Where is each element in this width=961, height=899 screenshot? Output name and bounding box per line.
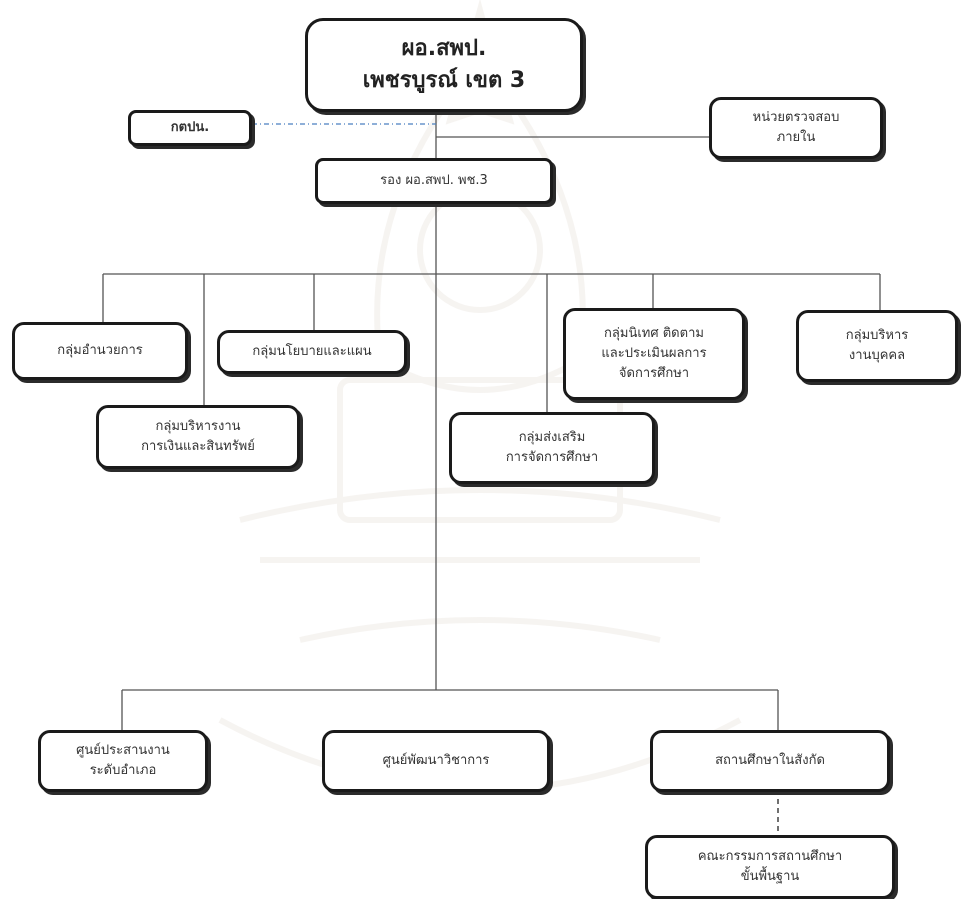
- committee-box: กตปน.: [128, 110, 252, 146]
- internal-audit-line2: ภายใน: [776, 130, 816, 145]
- group-finance-line2: การเงินและสินทรัพย์: [141, 439, 255, 454]
- director-title-line1: ผอ.สพป.: [401, 36, 487, 62]
- group-finance-box: กลุ่มบริหารงาน การเงินและสินทรัพย์: [96, 405, 300, 469]
- internal-audit-line1: หน่วยตรวจสอบ: [752, 109, 840, 125]
- group-policy-box: กลุ่มนโยบายและแผน: [217, 330, 407, 374]
- university-emblem-watermark: [218, 0, 742, 793]
- director-box: ผอ.สพป. เพชรบูรณ์ เขต 3: [305, 18, 583, 112]
- school-board-line1: คณะกรรมการสถานศึกษา: [697, 848, 843, 864]
- group-admin-label: กลุ่มอำนวยการ: [57, 342, 143, 358]
- school-board-line2: ขั้นพื้นฐาน: [740, 869, 800, 884]
- group-supervision-line1: กลุ่มนิเทศ ติดตาม: [604, 325, 704, 341]
- center-coordination-line2: ระดับอำเภอ: [89, 763, 157, 778]
- schools-box: สถานศึกษาในสังกัด: [650, 730, 890, 792]
- group-admin-box: กลุ่มอำนวยการ: [12, 322, 188, 380]
- center-academic-label: ศูนย์พัฒนาวิชาการ: [382, 752, 490, 768]
- group-finance-line1: กลุ่มบริหารงาน: [155, 418, 241, 434]
- committee-label: กตปน.: [170, 119, 210, 135]
- group-policy-label: กลุ่มนโยบายและแผน: [252, 343, 372, 359]
- group-supervision-line2: และประเมินผลการ: [601, 345, 707, 361]
- group-promotion-box: กลุ่มส่งเสริม การจัดการศึกษา: [449, 412, 655, 484]
- group-promotion-line2: การจัดการศึกษา: [505, 450, 599, 465]
- school-board-box: คณะกรรมการสถานศึกษา ขั้นพื้นฐาน: [645, 835, 895, 899]
- group-personnel-line1: กลุ่มบริหาร: [845, 327, 909, 343]
- center-coordination-box: ศูนย์ประสานงาน ระดับอำเภอ: [38, 730, 208, 792]
- group-supervision-box: กลุ่มนิเทศ ติดตาม และประเมินผลการ จัดการ…: [563, 308, 745, 400]
- group-supervision-line3: จัดการศึกษา: [618, 366, 690, 382]
- group-promotion-line1: กลุ่มส่งเสริม: [518, 429, 586, 445]
- deputy-director-box: รอง ผอ.สพป. พช.3: [315, 158, 553, 204]
- internal-audit-box: หน่วยตรวจสอบ ภายใน: [709, 97, 883, 159]
- center-coordination-line1: ศูนย์ประสานงาน: [76, 742, 170, 758]
- director-title-line2: เพชรบูรณ์ เขต 3: [362, 68, 526, 93]
- schools-label: สถานศึกษาในสังกัด: [715, 752, 825, 768]
- center-academic-box: ศูนย์พัฒนาวิชาการ: [322, 730, 550, 792]
- group-personnel-box: กลุ่มบริหาร งานบุคคล: [796, 310, 958, 382]
- group-personnel-line2: งานบุคคล: [848, 348, 906, 363]
- deputy-director-label: รอง ผอ.สพป. พช.3: [380, 172, 488, 188]
